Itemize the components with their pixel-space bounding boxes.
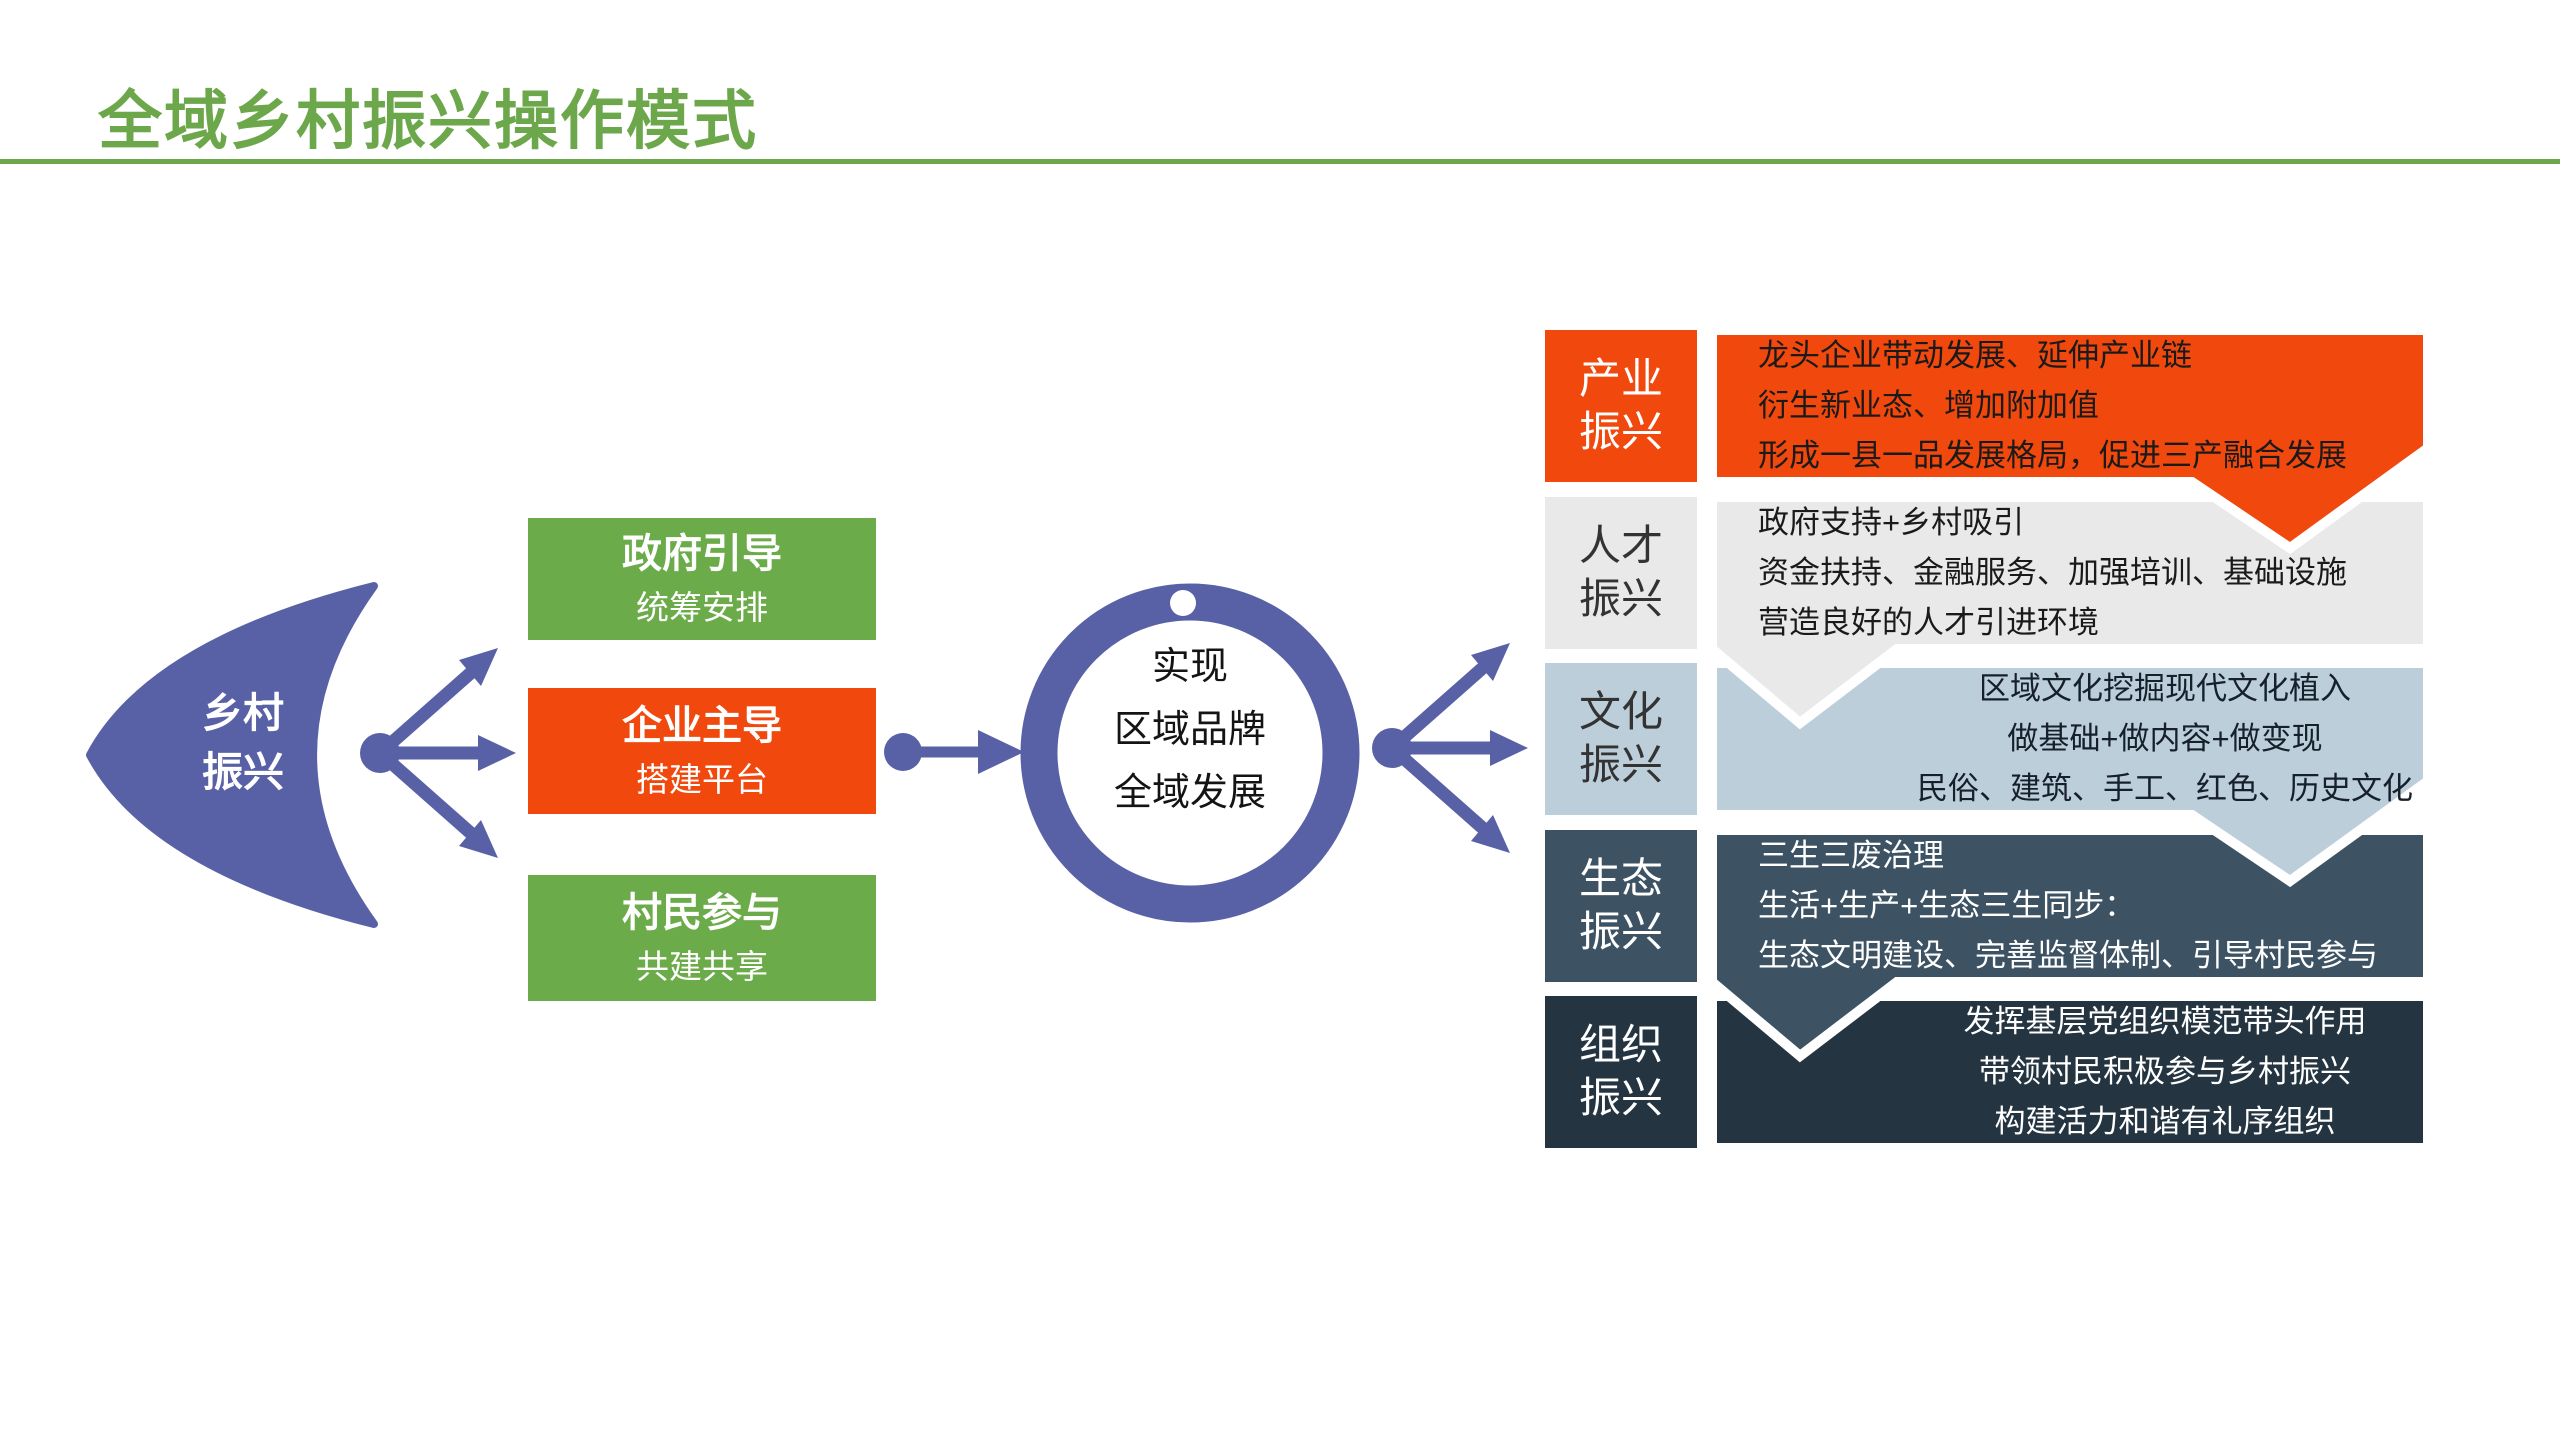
outcome-line: 生活+生产+生态三生同步： [1758,888,2136,923]
outcome-content-ecology: 三生三废治理 生活+生产+生态三生同步： 生态文明建设、完善监督体制、引导村民参… [1712,830,2428,982]
pillar-subtitle: 共建共享 [636,948,768,985]
pillar-title: 企业主导 [622,704,782,748]
goal-line: 实现 [1151,646,1228,688]
outcome-line: 政府支持+乡村吸引 [1758,505,2025,540]
outcome-content-industry: 龙头企业带动发展、延伸产业链 衍生新业态、增加附加值 形成一县一品发展格局，促进… [1712,330,2428,482]
outcome-line: 发挥基层党组织模范带头作用 [1963,1004,2367,1039]
outcome-line: 龙头企业带动发展、延伸产业链 [1758,338,2192,373]
outcome-panel-shape [1707,325,2433,555]
outcome-content-organization: 发挥基层党组织模范带头作用 带领村民积极参与乡村振兴 构建活力和谐有礼序组织 [1712,996,2428,1148]
outcome-label-tile [1545,497,1697,649]
outcome-label-industry: 产业 振兴 [1545,330,1697,482]
pillar-title: 村民参与 [622,891,782,935]
goal-circle-text: 实现 区域品牌 全域发展 [1040,636,1340,825]
outcome-line: 形成一县一品发展格局，促进三产融合发展 [1758,438,2347,473]
outcome-line: 生态文明建设、完善监督体制、引导村民参与 [1758,938,2378,973]
pillar-subtitle: 统筹安排 [636,589,768,626]
outcome-panel-shape [1707,825,2433,1063]
rural-label-line: 振兴 [202,749,284,795]
outcome-label-tile [1545,830,1697,982]
pillar-title: 政府引导 [622,532,782,576]
rural-revitalization-label: 乡村 振兴 [128,684,358,802]
outcome-line: 带领村民积极参与乡村振兴 [1979,1054,2351,1089]
goal-line: 区域品牌 [1113,709,1266,751]
goal-ring-notch [1170,590,1196,616]
outcome-line: 区域文化挖掘现代文化植入 [1979,671,2351,706]
outcome-label-line: 振兴 [1578,741,1663,788]
connector-arrow [884,730,1024,774]
outcome-line: 营造良好的人才引进环境 [1758,605,2099,640]
outcome-label-line: 振兴 [1578,575,1663,622]
outcome-label-tile [1545,330,1697,482]
outcome-label-line: 振兴 [1578,908,1663,955]
pillar-box-enterprise: 企业主导 搭建平台 [528,688,876,814]
outcome-label-talent: 人才 振兴 [1545,497,1697,649]
outcome-content-talent: 政府支持+乡村吸引 资金扶持、金融服务、加强培训、基础设施 营造良好的人才引进环… [1712,497,2428,649]
rural-label-line: 乡村 [202,690,284,736]
outcome-label-line: 振兴 [1578,1074,1663,1121]
outcome-panel-shape [1707,658,2433,888]
outcome-label-ecology: 生态 振兴 [1545,830,1697,982]
outcome-label-organization: 组织 振兴 [1545,996,1697,1148]
outcome-line: 三生三废治理 [1758,838,1944,873]
outcome-line: 衍生新业态、增加附加值 [1758,388,2099,423]
branch-arrows-left-icon [360,648,516,858]
page-title: 全域乡村振兴操作模式 [98,85,758,157]
outcome-panel-shape [1707,991,2433,1153]
outcome-label-line: 文化 [1578,688,1663,735]
outcome-label-tile [1545,996,1697,1148]
outcome-label-line: 产业 [1578,355,1663,402]
outcome-line: 构建活力和谐有礼序组织 [1994,1104,2336,1139]
outcome-label-line: 振兴 [1578,408,1663,455]
outcome-line: 资金扶持、金融服务、加强培训、基础设施 [1758,555,2347,590]
branch-arrows-right-icon [1372,643,1528,853]
outcome-label-line: 人才 [1578,522,1663,569]
rural-revitalization-crescent-shape [86,582,378,928]
pillar-subtitle: 搭建平台 [636,761,768,798]
pillar-box-villagers: 村民参与 共建共享 [528,875,876,1001]
outcome-label-line: 组织 [1578,1021,1663,1068]
outcome-panel-shape [1707,492,2433,730]
outcome-line: 民俗、建筑、手工、红色、历史文化 [1917,771,2413,806]
outcome-label-tile [1545,663,1697,815]
outcome-label-line: 生态 [1578,855,1663,902]
goal-line: 全域发展 [1113,772,1266,814]
title-underline [0,159,2560,164]
pillar-box-government: 政府引导 统筹安排 [528,518,876,640]
outcome-line: 做基础+做内容+做变现 [2007,721,2323,756]
outcome-label-culture: 文化 振兴 [1545,663,1697,815]
outcome-content-culture: 区域文化挖掘现代文化植入 做基础+做内容+做变现 民俗、建筑、手工、红色、历史文… [1712,663,2428,815]
